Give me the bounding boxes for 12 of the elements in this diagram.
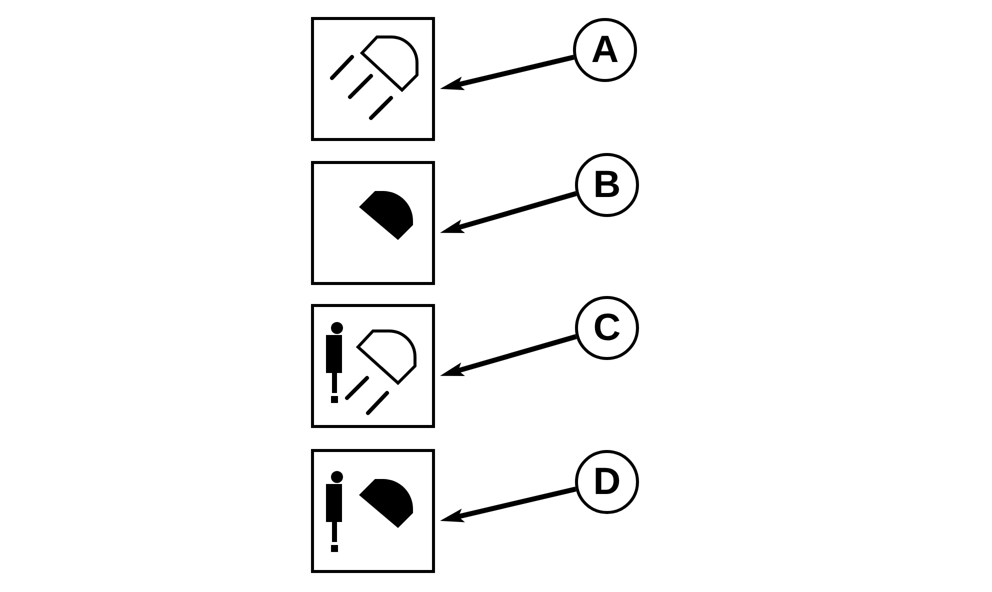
arrow xyxy=(440,486,576,522)
callout-letter: D xyxy=(593,463,621,501)
arrow xyxy=(440,54,574,90)
symbol-frame xyxy=(311,304,435,428)
callout-letter: C xyxy=(593,309,621,347)
symbol-frame xyxy=(311,17,435,141)
callout-letter: B xyxy=(593,166,621,204)
callout-letter: A xyxy=(591,31,619,69)
symbol-frame xyxy=(311,161,435,285)
arrow xyxy=(440,191,577,233)
symbol-frame xyxy=(311,449,435,573)
arrow xyxy=(440,334,577,376)
